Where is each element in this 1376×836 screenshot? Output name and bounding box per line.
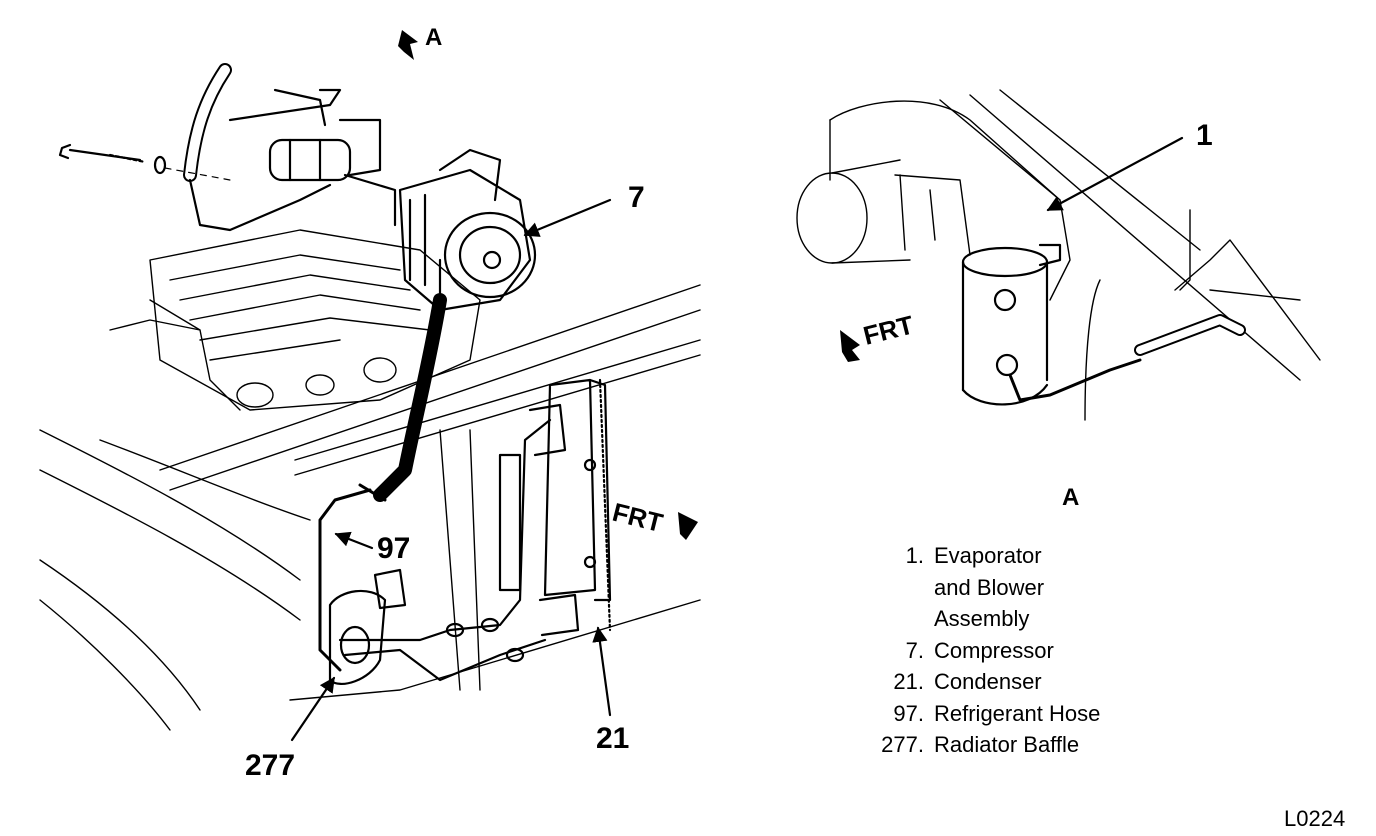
legend-item-baffle: 277. Radiator Baffle (868, 729, 1100, 761)
evaporator-housing-drawing (796, 89, 1321, 421)
condenser-drawing (498, 378, 612, 637)
bolt-drawing (58, 143, 231, 181)
inset-callout-arrow (1046, 136, 1184, 212)
figure-reference-code: L0224 (1284, 806, 1346, 831)
frt-label-inset: FRT (860, 309, 916, 350)
condenser-lines (338, 418, 552, 682)
accumulator-inset-drawing (961, 243, 1062, 406)
view-a-title: A (1062, 484, 1079, 511)
callout-arrows (290, 198, 612, 742)
legend-label: Radiator Baffle (934, 732, 1080, 757)
callout-baffle: 277 (245, 749, 295, 782)
view-a-marker: A (398, 24, 442, 60)
legend-item-condenser: 21. Condenser (868, 666, 1100, 698)
callout-condenser: 21 (596, 722, 629, 755)
legend-item-hose: 97. Refrigerant Hose (868, 698, 1100, 730)
callout-compressor: 7 (628, 181, 645, 214)
legend-number: 97. (893, 700, 924, 726)
legend-item-evaporator: 1. Evaporator and Blower Assembly (868, 540, 1100, 635)
engine-block-outline (109, 229, 481, 411)
legend-label: Refrigerant Hose (934, 700, 1101, 726)
ac-lines-main (188, 88, 442, 342)
legend-label: Compressor (934, 637, 1054, 663)
callout-hose: 97 (377, 532, 410, 565)
view-a-letter: A (425, 24, 442, 51)
compressor-drawing (398, 148, 537, 312)
frt-arrow-inset: FRT (840, 309, 917, 362)
refrigerant-hose-drawing (318, 293, 447, 672)
legend-label: Condenser (934, 669, 1042, 694)
legend-number: 1. (905, 543, 924, 568)
inset-line (1008, 314, 1246, 402)
accumulator-drawing (268, 118, 382, 182)
frt-arrow-main: FRT (610, 497, 698, 540)
upper-hose (183, 63, 232, 182)
callout-evaporator: 1 (1196, 119, 1213, 152)
baffle-drawing (328, 568, 407, 685)
legend-item-compressor: 7. Compressor (868, 635, 1100, 667)
legend-label: Evaporator and Blower Assembly (934, 543, 1045, 631)
parts-legend: 1. Evaporator and Blower Assembly 7. Com… (868, 540, 1100, 761)
legend-number: 7. (905, 637, 924, 663)
legend-number: 277. (881, 732, 924, 757)
radiator-support-outline (39, 284, 701, 731)
frt-label-main: FRT (610, 497, 666, 538)
legend-number: 21. (893, 669, 924, 694)
